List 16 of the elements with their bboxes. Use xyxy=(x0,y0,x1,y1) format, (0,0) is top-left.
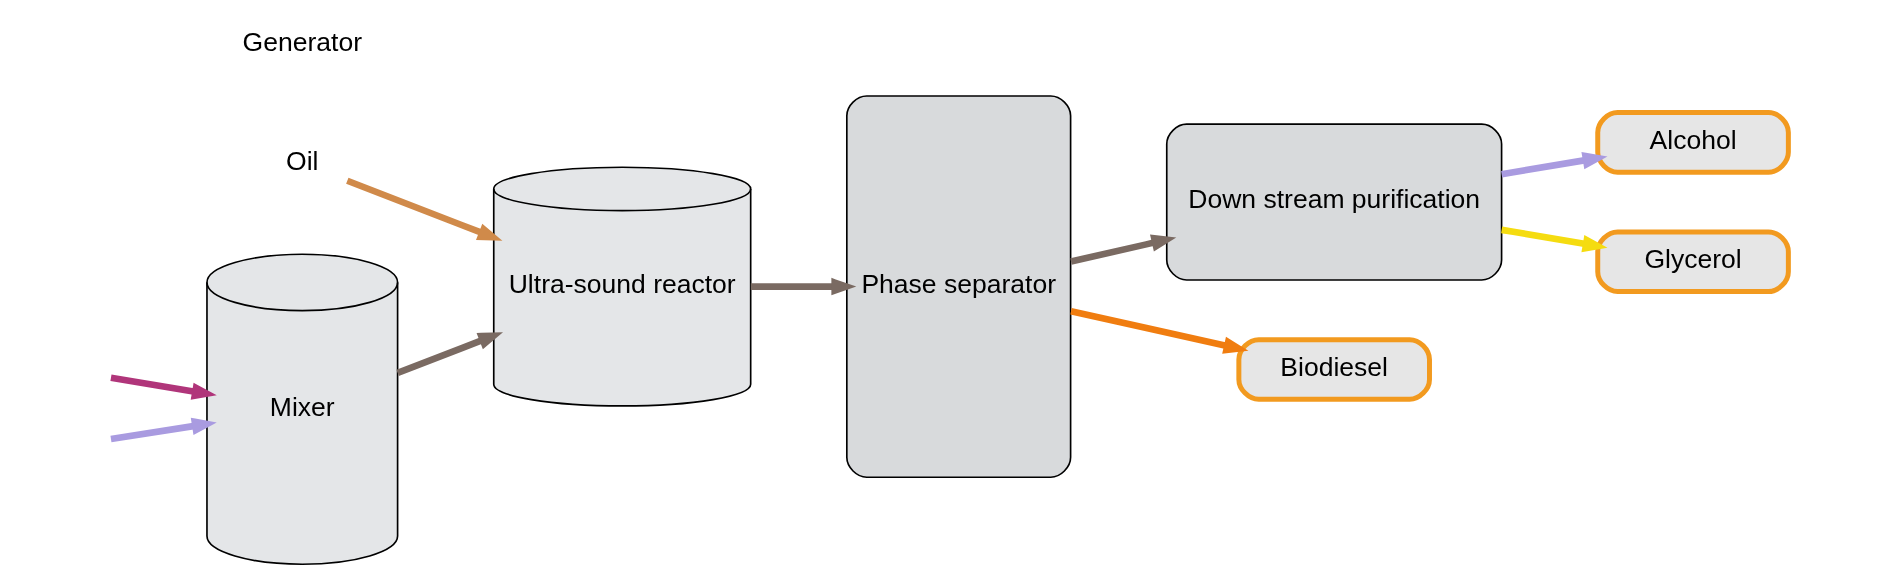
node-box: Biodiesel xyxy=(1236,337,1432,402)
node-text: Oil xyxy=(286,146,319,177)
arrow xyxy=(1070,234,1177,265)
arrow xyxy=(110,417,217,443)
arrow xyxy=(346,177,503,241)
arrow xyxy=(750,277,857,296)
node-box: Down stream purification xyxy=(1165,123,1503,281)
node-box: Alcohol xyxy=(1595,110,1791,175)
arrow xyxy=(110,374,217,400)
node-box: Glycerol xyxy=(1595,229,1791,295)
arrow xyxy=(396,332,503,377)
node-box: Phase separator xyxy=(846,95,1072,479)
arrow xyxy=(1070,308,1249,354)
label: Generator xyxy=(242,26,362,57)
arrow xyxy=(1501,226,1608,253)
arrow xyxy=(1501,151,1608,178)
